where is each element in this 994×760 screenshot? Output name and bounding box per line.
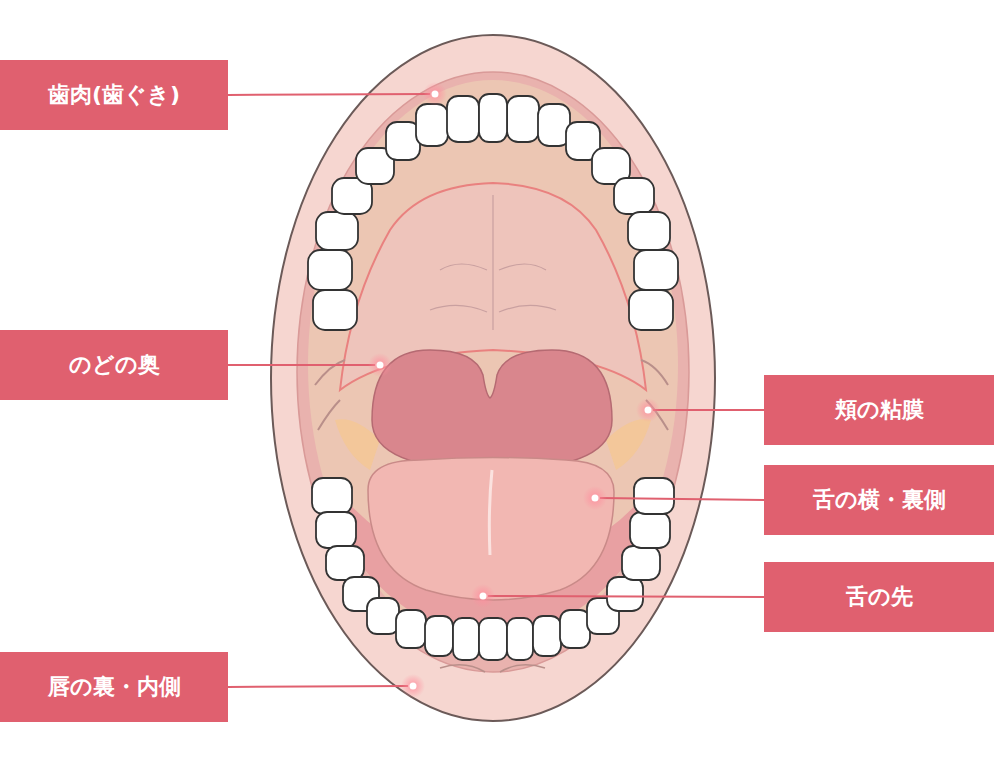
label-text: のどの奥 xyxy=(69,350,160,380)
label-box: 歯肉(歯ぐき) xyxy=(0,60,228,130)
label-box: 舌の横・裏側 xyxy=(764,465,994,535)
label-text: 舌の先 xyxy=(846,582,913,612)
label-text: 唇の裏・内側 xyxy=(48,672,181,702)
label-box: 頬の粘膜 xyxy=(764,375,994,445)
label-text: 舌の横・裏側 xyxy=(813,485,946,515)
label-text: 頬の粘膜 xyxy=(835,395,924,425)
label-box: 唇の裏・内側 xyxy=(0,652,228,722)
marker-dots xyxy=(368,82,660,698)
label-text: 歯肉(歯ぐき) xyxy=(48,80,180,110)
leader-lines xyxy=(228,94,764,687)
label-box: のどの奥 xyxy=(0,330,228,400)
label-box: 舌の先 xyxy=(764,562,994,632)
